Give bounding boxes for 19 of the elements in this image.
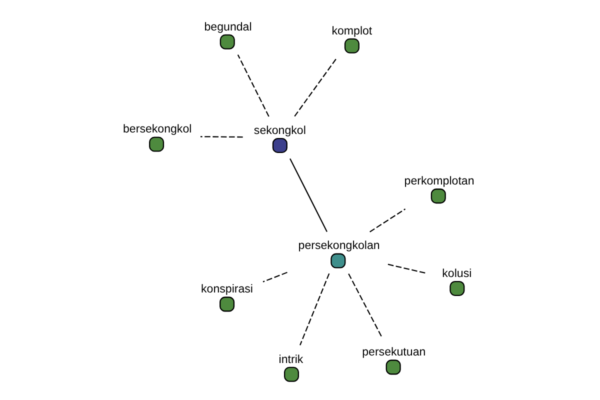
node-label: begundal bbox=[204, 21, 252, 34]
node-label: intrik bbox=[278, 354, 303, 366]
node-label: konspirasi bbox=[200, 284, 253, 296]
node-label: sekongkol bbox=[253, 124, 306, 137]
connector bbox=[299, 273, 330, 346]
node-label: kolusi bbox=[442, 268, 472, 280]
connector bbox=[348, 273, 382, 338]
node-label: persekutuan bbox=[362, 346, 426, 359]
connector bbox=[387, 264, 426, 274]
connector bbox=[236, 54, 269, 117]
connector bbox=[200, 136, 242, 138]
connector bbox=[294, 58, 336, 117]
connector bbox=[262, 272, 287, 282]
node-label: perkomplotan bbox=[404, 176, 474, 188]
node-label: komplot bbox=[331, 25, 372, 38]
node-label: persekongkolan bbox=[298, 240, 380, 252]
connector bbox=[289, 158, 327, 232]
connector bbox=[369, 208, 406, 232]
node-label: bersekongkol bbox=[122, 124, 192, 136]
